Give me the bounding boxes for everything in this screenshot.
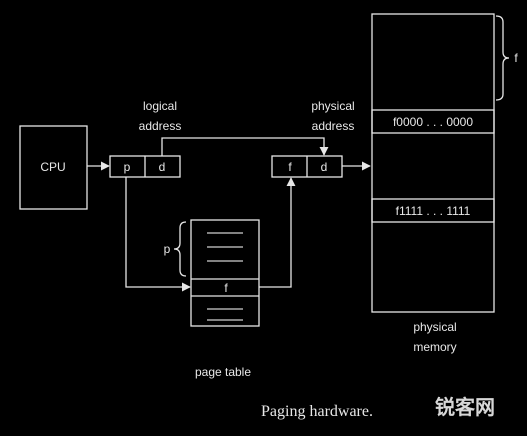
offset-path-arrow (161, 137, 329, 156)
page-table-brace-label: p (164, 242, 171, 256)
physical-address-label-line2: address (312, 119, 355, 133)
physical-memory: f0000 . . . 0000 f1111 . . . 1111 (371, 13, 495, 313)
memory-brace (495, 15, 510, 101)
logical-address-label-line2: address (139, 119, 182, 133)
memory-frame-end: f1111 . . . 1111 (396, 204, 471, 218)
page-table-brace (173, 221, 187, 277)
page-number-path-arrow (125, 177, 191, 292)
physical-memory-label-line2: memory (413, 340, 456, 354)
frame-number-path-arrow (259, 177, 296, 288)
physical-frame-field: f (288, 160, 292, 174)
logical-address-register: p d (109, 155, 181, 178)
figure-caption: Paging hardware. (261, 403, 373, 420)
logical-offset-field: d (159, 160, 166, 174)
memory-frame-start: f0000 . . . 0000 (393, 115, 473, 129)
logical-page-field: p (124, 160, 131, 174)
page-table-label: page table (195, 365, 251, 379)
cpu-box: CPU (19, 125, 88, 210)
memory-brace-label: f (514, 51, 518, 65)
physical-memory-label-line1: physical (413, 320, 456, 334)
physical-address-label-line1: physical (311, 99, 354, 113)
page-table: f (190, 219, 260, 327)
watermark: 锐客网 (435, 395, 495, 419)
cpu-label: CPU (40, 160, 65, 174)
page-table-selected-entry: f (224, 281, 228, 295)
logical-address-label-line1: logical (143, 99, 177, 113)
physical-offset-field: d (321, 160, 328, 174)
physical-address-register: f d (271, 155, 343, 178)
